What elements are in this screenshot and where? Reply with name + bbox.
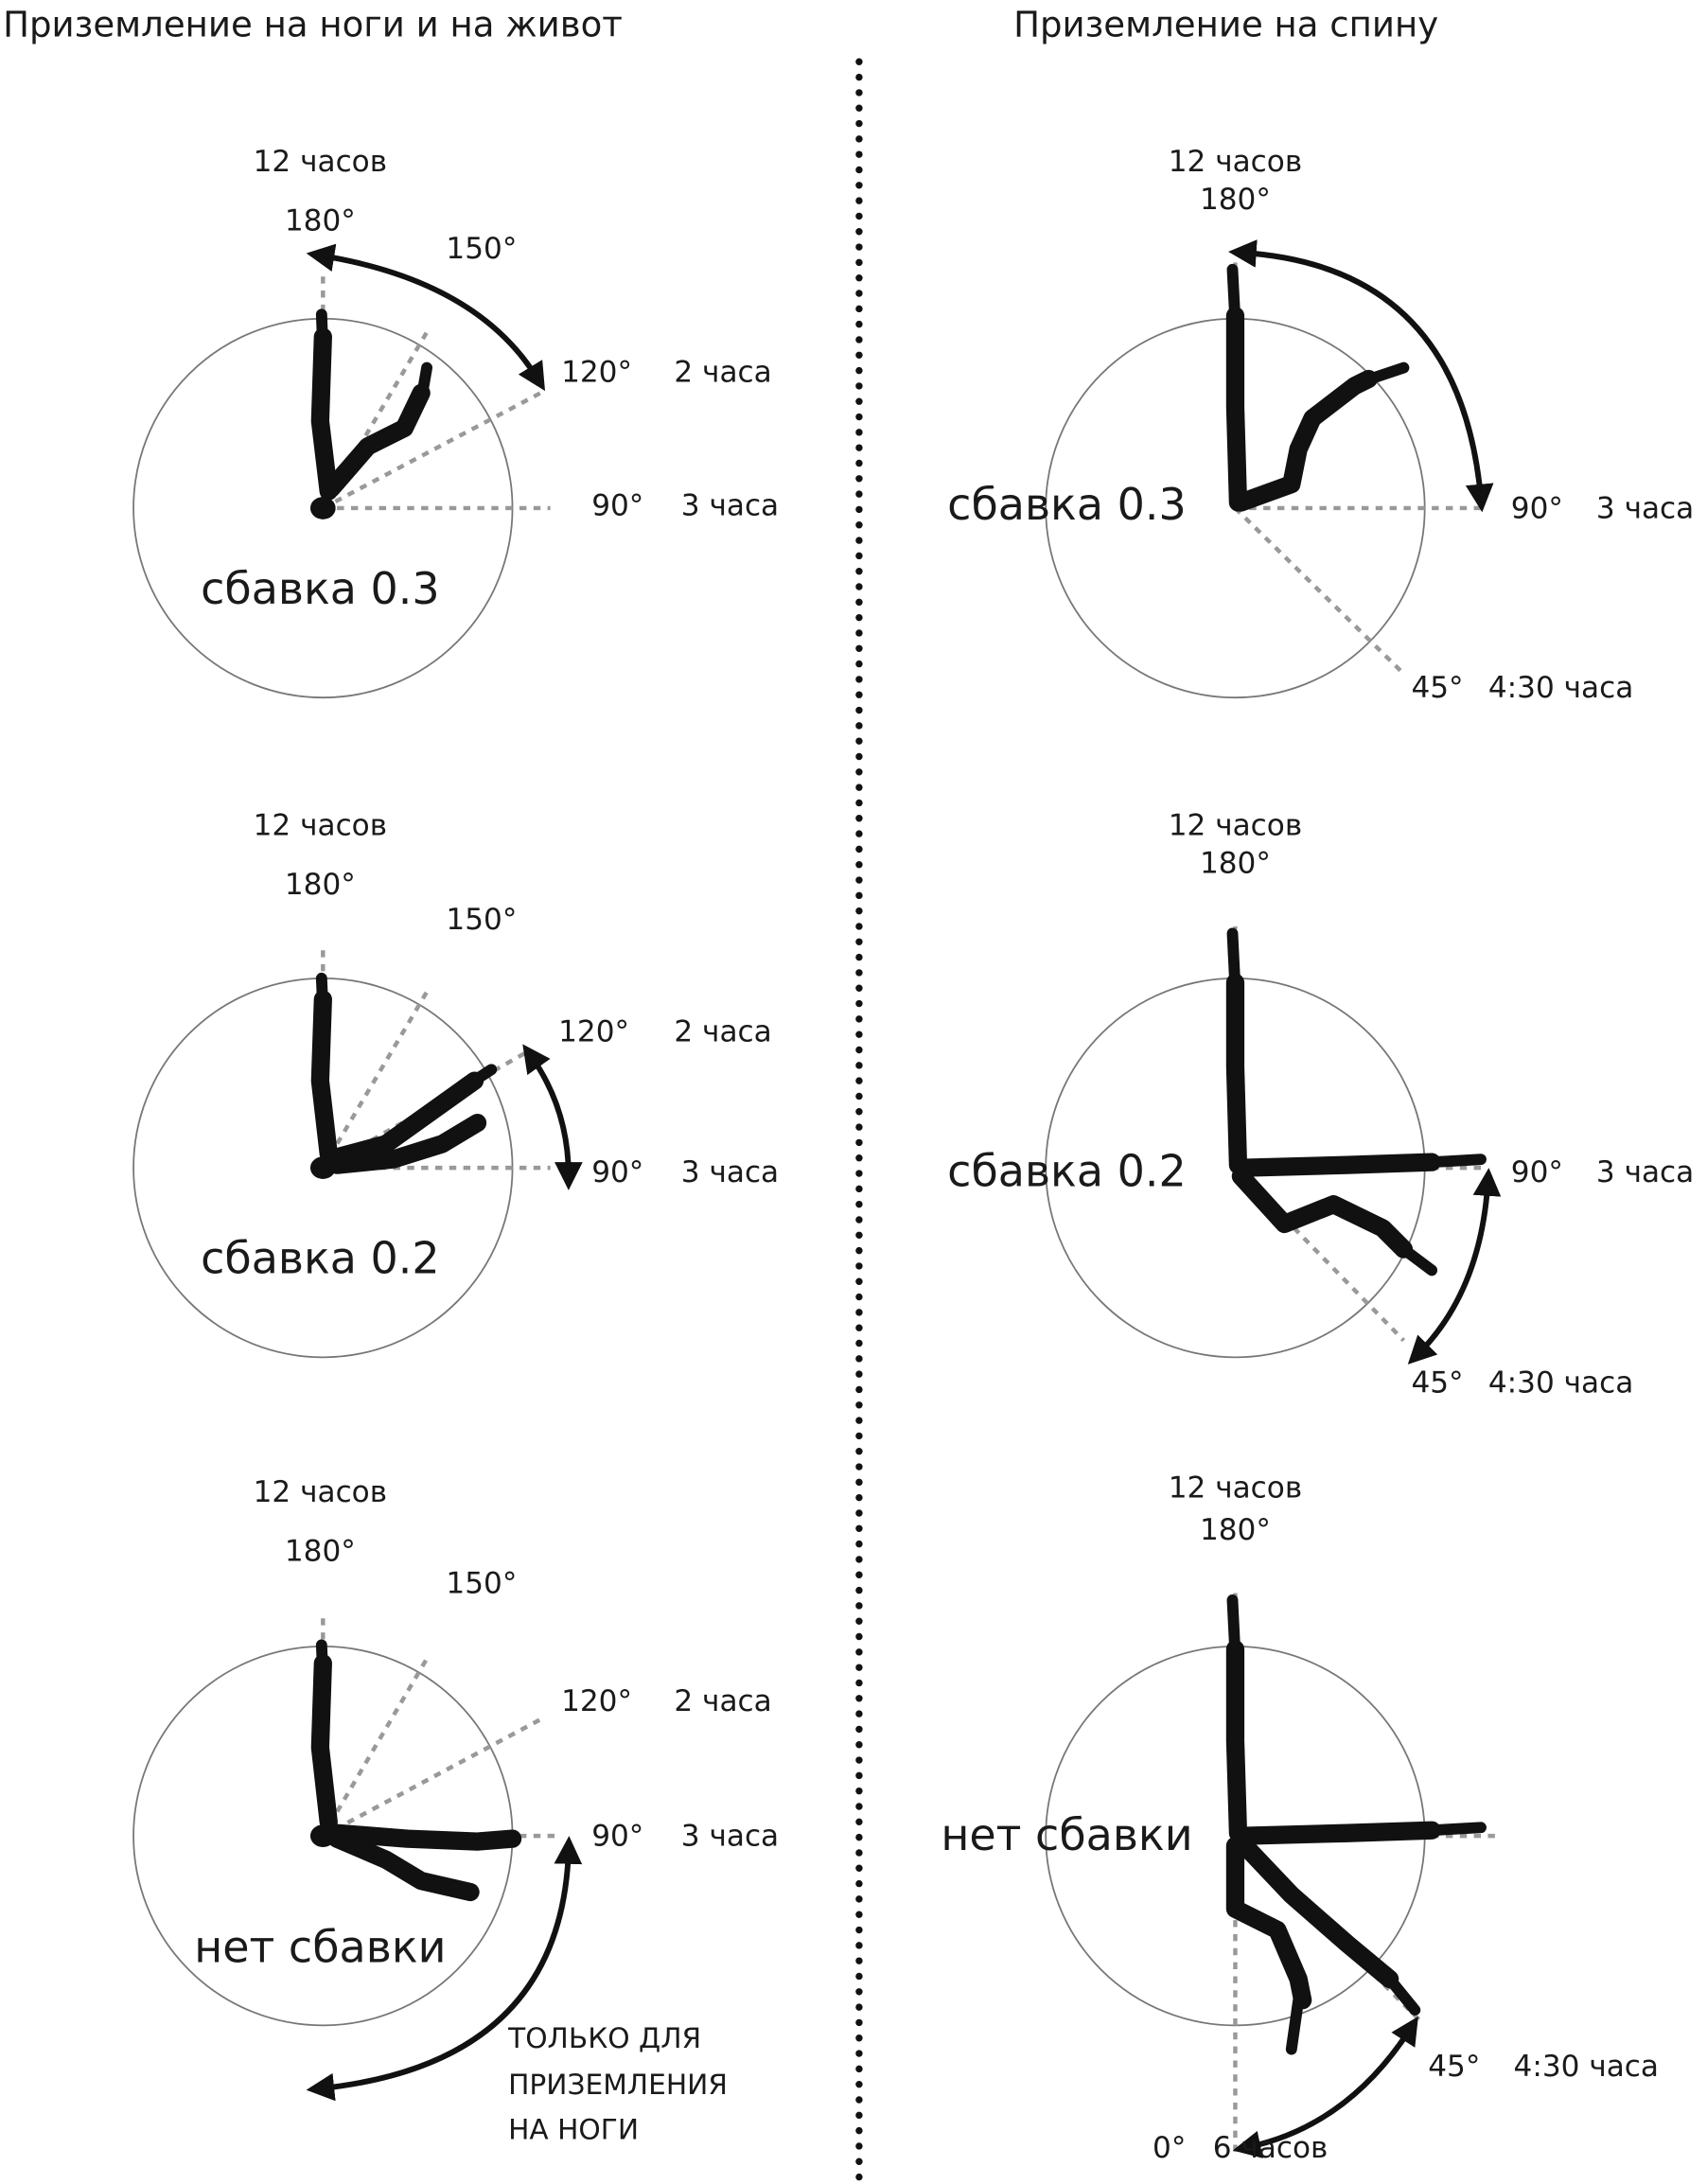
left-panel-2: 12 часов 180° 150° 120° 2 часа 90° 3 час… (132, 809, 779, 1359)
label-180: 180° (1200, 1513, 1271, 1547)
note-line-1: ТОЛЬКО ДЛЯ (507, 2021, 701, 2054)
label-3-oclock: 3 часа (1596, 1155, 1694, 1189)
gymnast-figure (1225, 927, 1487, 1277)
label-120: 120° (561, 1684, 632, 1718)
gymnast-figure (309, 308, 433, 520)
deduction-label: нет сбавки (194, 1922, 446, 1973)
left-panel-1: 12 часов 180° 150° 120° 2 часа 90° 3 час… (132, 145, 779, 699)
label-12-oclock: 12 часов (254, 145, 387, 179)
label-3-oclock: 3 часа (1596, 491, 1694, 525)
label-3-oclock: 3 часа (681, 1155, 779, 1189)
label-12-oclock: 12 часов (254, 809, 387, 843)
label-180: 180° (285, 203, 356, 238)
right-title: Приземление на спину (1013, 5, 1438, 45)
left-title: Приземление на ноги и на живот (3, 5, 623, 45)
label-180: 180° (1200, 183, 1271, 217)
label-12-oclock: 12 часов (1169, 809, 1302, 843)
label-45: 45° (1428, 2050, 1480, 2084)
gymnast-figure (1225, 1594, 1487, 2055)
label-180: 180° (285, 868, 356, 902)
gymnast-figure (309, 972, 498, 1179)
right-panel-3: 12 часов 180° 45° 4:30 часа 0° 6 часов н… (941, 1471, 1659, 2165)
label-150: 150° (446, 1567, 517, 1601)
label-430-oclock: 4:30 часа (1488, 671, 1633, 705)
label-90: 90° (591, 488, 643, 522)
label-3-oclock: 3 часа (681, 488, 779, 522)
label-90: 90° (591, 1155, 643, 1189)
deduction-label: сбавка 0.2 (201, 1232, 440, 1283)
label-90: 90° (1511, 1155, 1563, 1189)
rotation-arrow (306, 243, 546, 392)
label-120: 120° (561, 355, 632, 389)
label-90: 90° (1511, 491, 1563, 525)
label-12-oclock: 12 часов (1169, 145, 1302, 179)
deduction-label: сбавка 0.3 (201, 563, 440, 614)
label-180: 180° (1200, 847, 1271, 881)
rotation-arrow (306, 1836, 583, 2102)
label-430-oclock: 4:30 часа (1514, 2050, 1659, 2084)
note-line-2: ПРИЗЕМЛЕНИЯ (508, 2068, 728, 2101)
label-90: 90° (591, 1820, 643, 1854)
left-panel-3: 12 часов 180° 150° 120° 2 часа 90° 3 час… (132, 1475, 779, 2146)
rotation-arrow (1228, 239, 1494, 513)
right-panel-2: 12 часов 180° 90° 3 часа 45° 4:30 часа с… (947, 809, 1694, 1400)
note-line-3: НА НОГИ (508, 2113, 639, 2146)
label-6-oclock: 6 часов (1213, 2131, 1329, 2165)
gymnast-figure (1225, 263, 1410, 512)
label-45: 45° (1411, 671, 1463, 705)
rotation-arrow (1232, 2016, 1418, 2158)
label-45: 45° (1411, 1365, 1463, 1400)
label-2-oclock: 2 часа (674, 1684, 771, 1718)
label-430-oclock: 4:30 часа (1488, 1365, 1633, 1400)
right-panel-1: 12 часов 180° 90° 3 часа 45° 4:30 часа с… (947, 145, 1694, 705)
label-3-oclock: 3 часа (681, 1820, 779, 1854)
label-150: 150° (446, 903, 517, 937)
rotation-arrow (522, 1044, 583, 1190)
label-2-oclock: 2 часа (674, 1015, 771, 1049)
label-180: 180° (285, 1534, 356, 1568)
rotation-arrow (1407, 1168, 1502, 1365)
label-12-oclock: 12 часов (1169, 1471, 1302, 1506)
label-120: 120° (558, 1015, 629, 1049)
label-2-oclock: 2 часа (674, 355, 771, 389)
label-150: 150° (446, 232, 517, 266)
gymnast-figure (309, 1639, 522, 1902)
label-12-oclock: 12 часов (254, 1475, 387, 1509)
deduction-label: сбавка 0.2 (947, 1145, 1187, 1196)
deduction-label: сбавка 0.3 (947, 479, 1187, 530)
label-0: 0° (1153, 2131, 1186, 2165)
deduction-label: нет сбавки (941, 1809, 1192, 1860)
